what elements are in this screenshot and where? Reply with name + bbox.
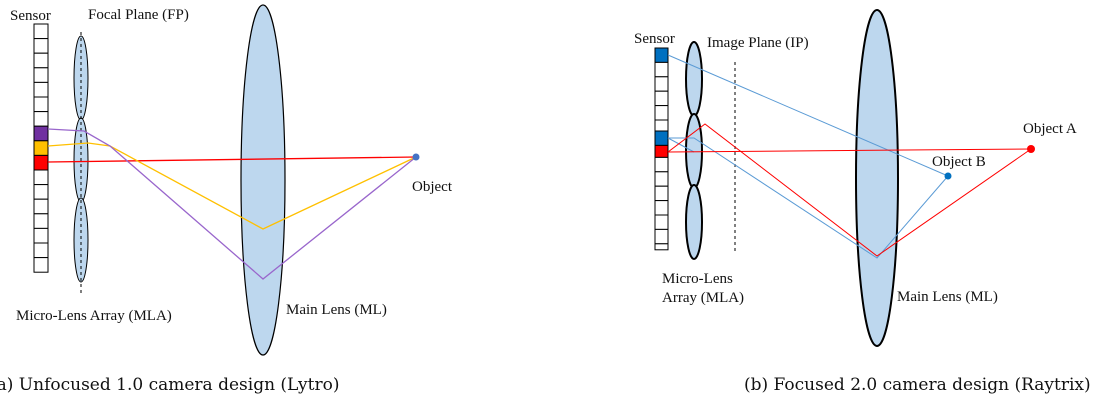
micro-lens: [685, 184, 703, 260]
sensor-pixel: [33, 52, 49, 69]
sensor-pixel-red: [654, 144, 669, 158]
sensor-strip-b: [654, 47, 669, 251]
sensor-pixel: [33, 213, 49, 229]
sensor-pixel: [33, 23, 49, 40]
object-b-point: [944, 172, 952, 180]
sensor-pixel: [654, 76, 669, 92]
ray-blue-short: [667, 137, 695, 153]
sensor-pixel-blue: [654, 47, 669, 63]
sensor-label-b: Sensor: [634, 31, 675, 47]
sensor-pixel: [654, 61, 669, 78]
sensor-pixel: [654, 171, 669, 187]
sensor-pixel: [654, 214, 669, 230]
sensor-pixel: [33, 242, 49, 259]
sensor-pixel: [33, 38, 49, 54]
ray-purple-a: [47, 128, 417, 280]
object-point-a: [412, 153, 420, 161]
sensor-strip-a: [33, 23, 49, 273]
ray-red-a: [47, 156, 417, 163]
main-lens-b: [855, 9, 899, 347]
ray-yellow-a: [47, 142, 417, 230]
mla-label-a: Micro-Lens Array (MLA): [16, 308, 172, 324]
sensor-pixel: [33, 184, 49, 200]
sensor-pixel: [654, 156, 669, 173]
sensor-pixel: [654, 200, 669, 216]
sensor-pixel: [33, 257, 49, 273]
caption-a: (a) Unfocused 1.0 camera design (Lytro): [0, 375, 339, 395]
panel-b: Sensor Image Plane (IP) Micro-Lens Array…: [634, 9, 1091, 395]
sensor-pixel: [33, 169, 49, 186]
main-lens-label-a: Main Lens (ML): [286, 302, 387, 318]
sensor-pixel: [33, 198, 49, 215]
caption-b: (b) Focused 2.0 camera design (Raytrix): [744, 375, 1091, 395]
ray-red-lower: [667, 123, 1032, 257]
micro-lens-array-b: [685, 41, 703, 260]
image-plane-label: Image Plane (IP): [707, 35, 809, 51]
sensor-pixel: [33, 67, 49, 83]
mla-label-b-line1: Micro-Lens: [662, 271, 733, 287]
sensor-pixel: [33, 81, 49, 98]
micro-lens: [73, 35, 89, 121]
micro-lens: [73, 197, 89, 283]
ray-blue-top: [667, 54, 949, 177]
micro-lens: [685, 41, 703, 117]
sensor-pixel-red: [33, 154, 49, 171]
focal-plane-label: Focal Plane (FP): [88, 7, 189, 23]
object-label-a: Object: [412, 179, 453, 195]
main-lens-a: [240, 4, 286, 356]
sensor-pixel: [654, 90, 669, 107]
main-lens-label-b: Main Lens (ML): [897, 289, 998, 305]
sensor-pixel: [33, 227, 49, 244]
sensor-pixel: [33, 96, 49, 113]
sensor-pixel-purple: [33, 125, 49, 142]
panel-a: Sensor Focal Plane (FP) Micro-Lens Array…: [0, 4, 453, 395]
micro-lens: [685, 113, 703, 189]
sensor-pixel: [654, 228, 669, 245]
sensor-pixel: [654, 243, 669, 251]
ray-blue-lower: [668, 137, 949, 259]
object-b-label: Object B: [932, 154, 986, 170]
sensor-pixel-yellow: [33, 140, 49, 156]
sensor-pixel: [654, 185, 669, 202]
sensor-label-a: Sensor: [10, 8, 51, 24]
mla-label-b-line2: Array (MLA): [662, 290, 744, 306]
object-a-label: Object A: [1023, 121, 1077, 137]
sensor-pixel: [33, 111, 49, 127]
object-a-point: [1027, 145, 1035, 153]
sensor-pixel: [654, 105, 669, 121]
ray-red-center: [667, 148, 1032, 153]
sensor-pixel-blue: [654, 130, 669, 146]
